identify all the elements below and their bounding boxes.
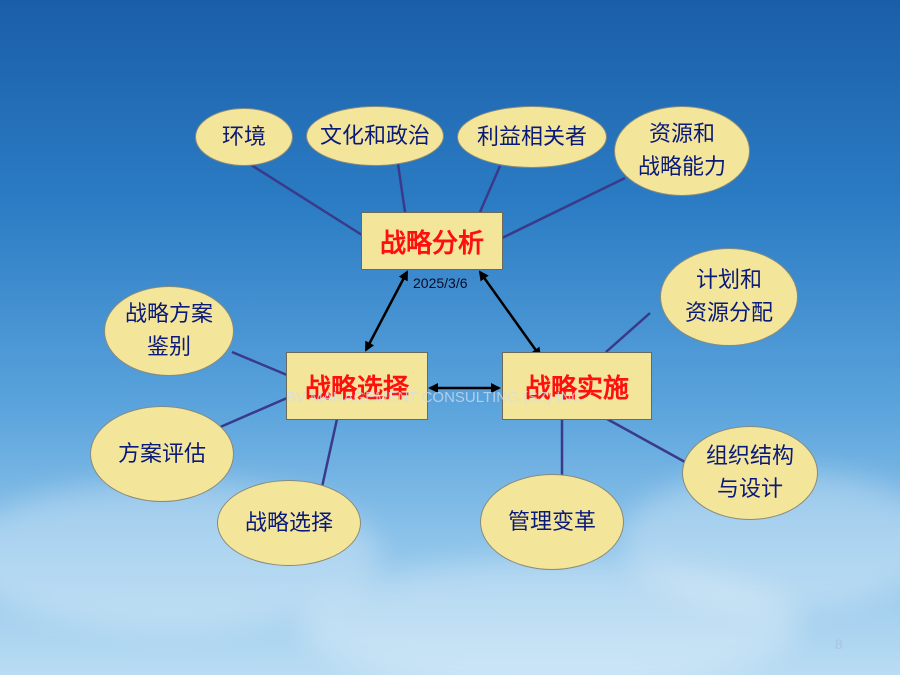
connector-line <box>605 312 651 353</box>
connector-line <box>606 417 686 464</box>
slide-date: 2025/3/6 <box>413 275 468 291</box>
node-planning-resource-allocation: 计划和 资源分配 <box>660 248 798 346</box>
node-resources-capabilities: 资源和 战略能力 <box>614 106 750 196</box>
page-number: 8 <box>835 636 843 652</box>
cloud <box>300 560 800 690</box>
connector-line <box>478 165 502 213</box>
node-change-management: 管理变革 <box>480 474 624 570</box>
connector-line <box>247 161 363 237</box>
box-strategic-implementation: 战略实施 <box>502 352 652 420</box>
connector-line <box>217 396 288 430</box>
connector-line <box>396 163 407 213</box>
arrow-analysis-choice <box>364 270 409 352</box>
node-option-identification: 战略方案 鉴别 <box>104 286 234 376</box>
node-stakeholders: 利益相关者 <box>457 106 607 168</box>
connector-line <box>320 418 339 488</box>
connector-line <box>231 350 288 377</box>
box-strategic-choice: 战略选择 <box>286 352 428 420</box>
box-strategic-analysis: 战略分析 <box>361 212 503 270</box>
connector-line <box>501 176 626 240</box>
watermark: BV MANAGEMENT CONSULTING (SZ) INC. <box>286 389 587 406</box>
node-strategy-selection: 战略选择 <box>217 480 361 566</box>
arrow-analysis-implementation <box>478 270 542 358</box>
node-environment: 环境 <box>195 108 293 166</box>
node-option-evaluation: 方案评估 <box>90 406 234 502</box>
node-culture-politics: 文化和政治 <box>306 106 444 166</box>
node-organization-structure-design: 组织结构 与设计 <box>682 426 818 520</box>
